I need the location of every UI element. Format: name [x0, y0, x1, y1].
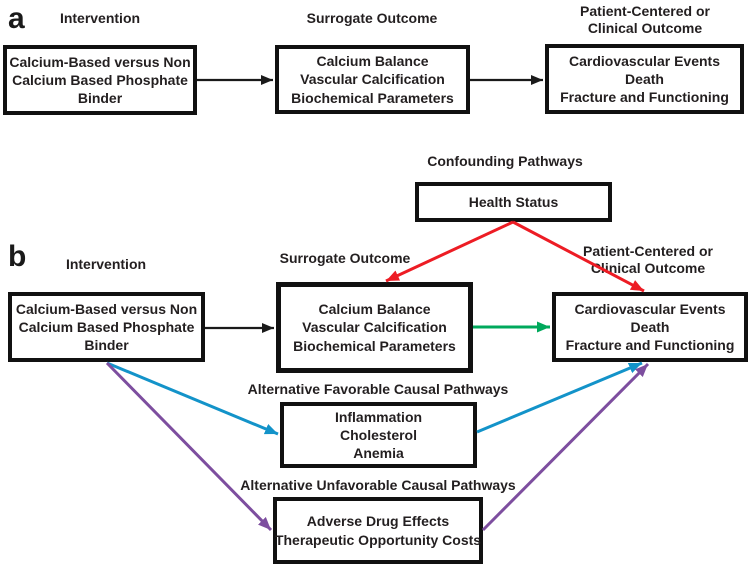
box-text-line: Calcium Based Phosphate [12, 71, 188, 88]
heading-a-intervention: Intervention [59, 10, 141, 26]
box-a-intervention: Calcium-Based versus Non Calcium Based P… [3, 45, 197, 115]
box-text-line: Adverse Drug Effects [306, 513, 450, 530]
heading-b-favorable-pathways: Alternative Favorable Causal Pathways [247, 381, 509, 397]
box-text-line: Death [630, 318, 670, 335]
box-text-line: Biochemical Parameters [293, 337, 456, 354]
box-text-line: Fracture and Functioning [565, 337, 735, 354]
box-text-line: Vascular Calcification [300, 71, 445, 88]
box-text-line: Biochemical Parameters [291, 89, 454, 106]
box-text-line: Cardiovascular Events [574, 300, 726, 317]
box-text-line: Therapeutic Opportunity Costs [274, 531, 482, 548]
panel-b-label: b [8, 240, 27, 273]
heading-a-clinical-line1: Patient-Centered or [580, 3, 710, 19]
arrow-b-intervention-to-favorable-blue [106, 361, 279, 436]
box-text-line: Calcium-Based versus Non [15, 300, 198, 317]
box-text-line: Calcium Balance [316, 53, 429, 70]
heading-b-confounding-pathways: Confounding Pathways [427, 153, 583, 169]
box-text-line: Health Status [468, 193, 559, 210]
heading-a-clinical-line2: Clinical Outcome [587, 19, 703, 36]
box-text-line: Binder [77, 90, 123, 107]
box-b-clinical-outcome: Cardiovascular Events Death Fracture and… [552, 292, 748, 362]
box-b-unfavorable-pathways: Adverse Drug Effects Therapeutic Opportu… [273, 497, 483, 564]
box-text-line: Binder [84, 337, 129, 354]
box-a-surrogate-outcome: Calcium Balance Vascular Calcification B… [275, 45, 470, 114]
heading-b-unfavorable-pathways: Alternative Unfavorable Causal Pathways [240, 477, 516, 493]
box-text-line: Calcium-Based versus Non [9, 53, 191, 70]
heading-b-clinical-line1: Patient-Centered or [583, 243, 713, 259]
heading-a-surrogate-outcome: Surrogate Outcome [306, 10, 438, 26]
box-text-line: Vascular Calcification [302, 319, 447, 336]
box-b-health-status: Health Status [415, 182, 612, 222]
heading-b-clinical-line2: Clinical Outcome [590, 259, 706, 276]
heading-b-clinical-outcome: Patient-Centered or Clinical Outcome [548, 243, 748, 276]
box-text-line: Fracture and Functioning [560, 89, 729, 106]
box-b-surrogate-outcome: Calcium Balance Vascular Calcification B… [276, 282, 473, 373]
box-text-line: Cardiovascular Events [569, 52, 720, 69]
box-b-intervention: Calcium-Based versus Non Calcium Based P… [8, 292, 205, 362]
box-text-line: Calcium Based Phosphate [18, 318, 195, 335]
box-text-line: Anemia [353, 445, 404, 462]
box-text-line: Death [625, 70, 664, 87]
box-b-favorable-pathways: Inflammation Cholesterol Anemia [280, 402, 477, 468]
box-a-clinical-outcome: Cardiovascular Events Death Fracture and… [545, 44, 744, 114]
heading-b-intervention: Intervention [65, 256, 147, 272]
box-text-line: Inflammation [334, 408, 423, 425]
box-text-line: Cholesterol [339, 426, 417, 443]
heading-a-clinical-outcome: Patient-Centered or Clinical Outcome [545, 3, 745, 36]
heading-b-surrogate-outcome: Surrogate Outcome [279, 250, 411, 266]
box-text-line: Calcium Balance [318, 301, 431, 318]
panel-a-label: a [8, 2, 25, 35]
